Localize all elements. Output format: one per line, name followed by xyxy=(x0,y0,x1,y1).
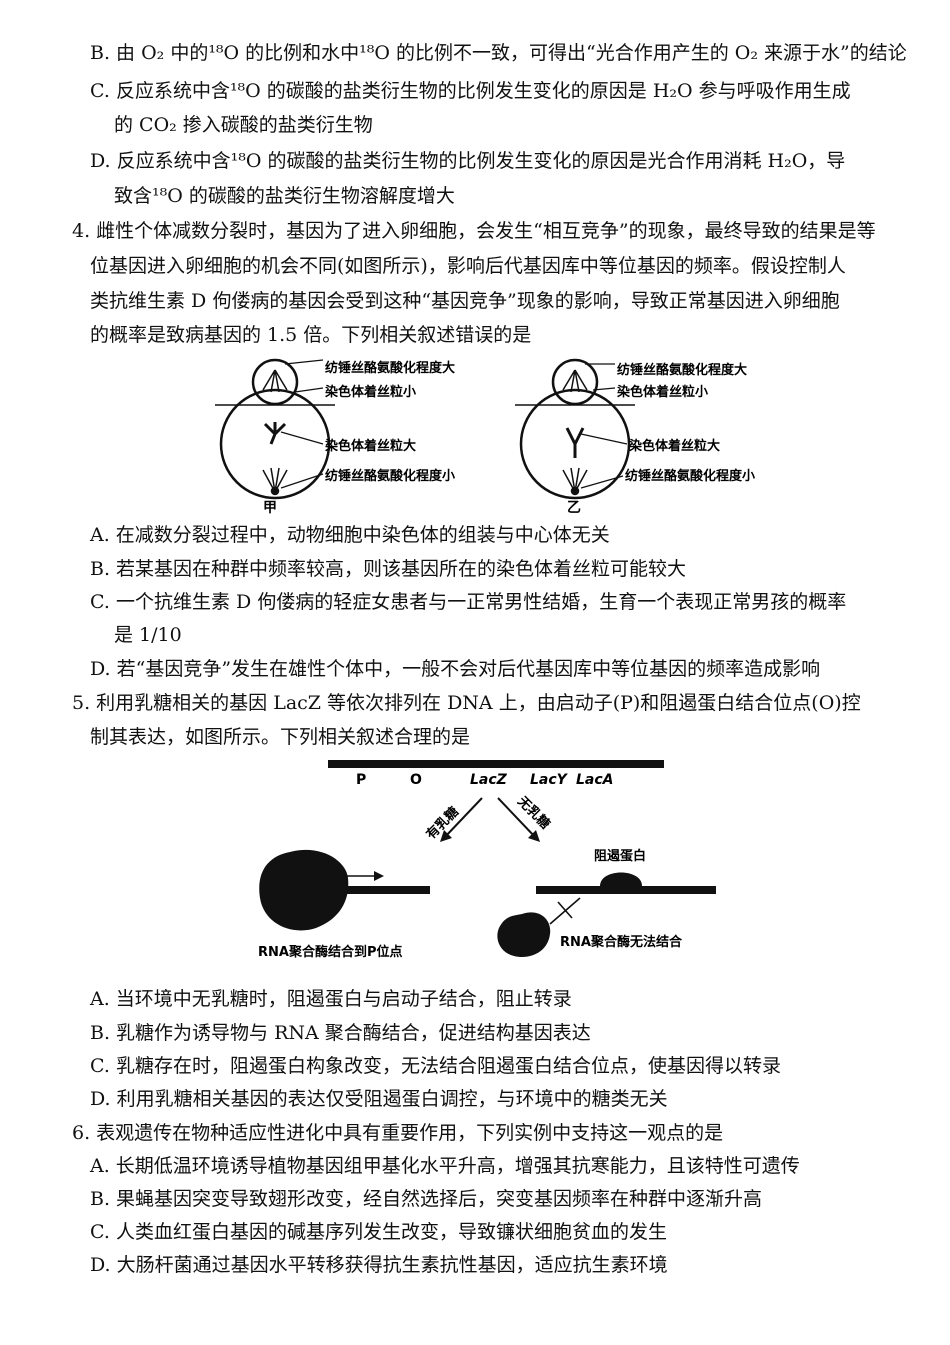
q3-option-b: B. 由 O₂ 中的¹⁸O 的比例和水中¹⁸O 的比例不一致，可得出“光合作用产… xyxy=(90,42,907,64)
gene-o-label: O xyxy=(410,772,422,788)
q4-stem-line4: 的概率是致病基因的 1.5 倍。下列相关叙述错误的是 xyxy=(90,324,532,346)
gene-p-label: P xyxy=(356,772,366,788)
cell-a-label-spindle-low: 纺锤丝酪氨酸化程度小 xyxy=(325,468,455,484)
q5-stem-line2: 制其表达，如图所示。下列相关叙述合理的是 xyxy=(90,726,471,748)
cell-b-label-spindle-low: 纺锤丝酪氨酸化程度小 xyxy=(625,468,755,484)
q5-option-b: B. 乳糖作为诱导物与 RNA 聚合酶结合，促进结构基因表达 xyxy=(90,1022,591,1044)
rnap-bound-label: RNA聚合酶结合到P位点 xyxy=(258,944,402,960)
gene-laca-label: LacA xyxy=(576,772,614,788)
arrow-label-without-lactose: 无乳糖 xyxy=(514,793,554,833)
cell-a-label-centromere-small: 染色体着丝粒小 xyxy=(324,384,416,400)
q4-option-c-line1: C. 一个抗维生素 D 佝偻病的轻症女患者与一正常男性结婚，生育一个表现正常男孩… xyxy=(90,591,847,613)
gene-lacz-label: LacZ xyxy=(470,772,508,788)
cell-b xyxy=(515,358,635,500)
q4-stem-line3: 类抗维生素 D 佝偻病的基因会受到这种“基因竞争”现象的影响，导致正常基因进入卵… xyxy=(90,290,840,312)
repressor-label: 阻遏蛋白 xyxy=(594,848,646,864)
q6-option-b: B. 果蝇基因突变导致翅形改变，经自然选择后，突变基因频率在种群中逐渐升高 xyxy=(90,1188,763,1210)
q4-option-c-line2: 是 1/10 xyxy=(114,624,182,646)
cell-b-label-centromere-small: 染色体着丝粒小 xyxy=(616,384,708,400)
q3-option-d-line2: 致含¹⁸O 的碳酸的盐类衍生物溶解度增大 xyxy=(114,185,455,207)
q5-option-c: C. 乳糖存在时，阻遏蛋白构象改变，无法结合阻遏蛋白结合位点，使基因得以转录 xyxy=(90,1055,781,1077)
repressor-protein xyxy=(600,872,642,886)
q4-option-b: B. 若某基因在种群中频率较高，则该基因所在的染色体着丝粒可能较大 xyxy=(90,558,687,580)
cell-b-label-centromere-large: 染色体着丝粒大 xyxy=(628,438,720,454)
q6-option-d: D. 大肠杆菌通过基因水平转移获得抗生素抗性基因，适应抗生素环境 xyxy=(90,1254,668,1276)
q4-stem-line2: 位基因进入卵细胞的机会不同(如图所示)，影响后代基因库中等位基因的频率。假设控制… xyxy=(90,255,846,277)
cell-a-label-centromere-large: 染色体着丝粒大 xyxy=(324,438,416,454)
q6-stem: 6. 表观遗传在物种适应性进化中具有重要作用，下列实例中支持这一观点的是 xyxy=(72,1122,724,1144)
dna-strand-top xyxy=(328,760,664,768)
q3-option-c-line1: C. 反应系统中含¹⁸O 的碳酸的盐类衍生物的比例发生变化的原因是 H₂O 参与… xyxy=(90,80,851,102)
q4-stem-line1: 4. 雌性个体减数分裂时，基因为了进入卵细胞，会发生“相互竞争”的现象，最终导致… xyxy=(72,220,876,242)
q4-option-a: A. 在减数分裂过程中，动物细胞中染色体的组装与中心体无关 xyxy=(90,524,610,546)
cell-a xyxy=(215,358,335,500)
q6-option-c: C. 人类血红蛋白基因的碱基序列发生改变，导致镰状细胞贫血的发生 xyxy=(90,1221,667,1243)
cell-a-caption: 甲 xyxy=(263,500,277,514)
cell-a-label-spindle-high: 纺锤丝酪氨酸化程度大 xyxy=(325,360,455,376)
rna-polymerase-bound xyxy=(259,849,349,931)
cell-b-label-spindle-high: 纺锤丝酪氨酸化程度大 xyxy=(617,362,747,378)
q5-option-a: A. 当环境中无乳糖时，阻遏蛋白与启动子结合，阻止转录 xyxy=(90,988,572,1010)
q5-lac-operon-figure: P O LacZ LacY LacA 有乳糖 无乳糖 RNA聚合酶结合到P位点 … xyxy=(258,760,716,960)
dna-strand-right xyxy=(536,886,716,894)
rna-polymerase-blocked xyxy=(497,912,551,958)
q3-option-d-line1: D. 反应系统中含¹⁸O 的碳酸的盐类衍生物的比例发生变化的原因是光合作用消耗 … xyxy=(90,150,846,172)
q4-option-d: D. 若“基因竞争”发生在雄性个体中，一般不会对后代基因库中等位基因的频率造成影… xyxy=(90,658,821,680)
cell-b-caption: 乙 xyxy=(567,500,581,514)
q3-option-c-line2: 的 CO₂ 掺入碳酸的盐类衍生物 xyxy=(114,114,373,136)
q5-stem-line1: 5. 利用乳糖相关的基因 LacZ 等依次排列在 DNA 上，由启动子(P)和阻… xyxy=(72,692,861,714)
gene-lacy-label: LacY xyxy=(530,772,569,788)
q6-option-a: A. 长期低温环境诱导植物基因组甲基化水平升高，增强其抗寒能力，且该特性可遗传 xyxy=(90,1155,800,1177)
rnap-blocked-label: RNA聚合酶无法结合 xyxy=(560,934,683,950)
q4-cell-figure: 纺锤丝酪氨酸化程度大 染色体着丝粒小 染色体着丝粒大 纺锤丝酪氨酸化程度小 甲 … xyxy=(215,358,755,514)
q5-option-d: D. 利用乳糖相关基因的表达仅受阻遏蛋白调控，与环境中的糖类无关 xyxy=(90,1088,668,1110)
